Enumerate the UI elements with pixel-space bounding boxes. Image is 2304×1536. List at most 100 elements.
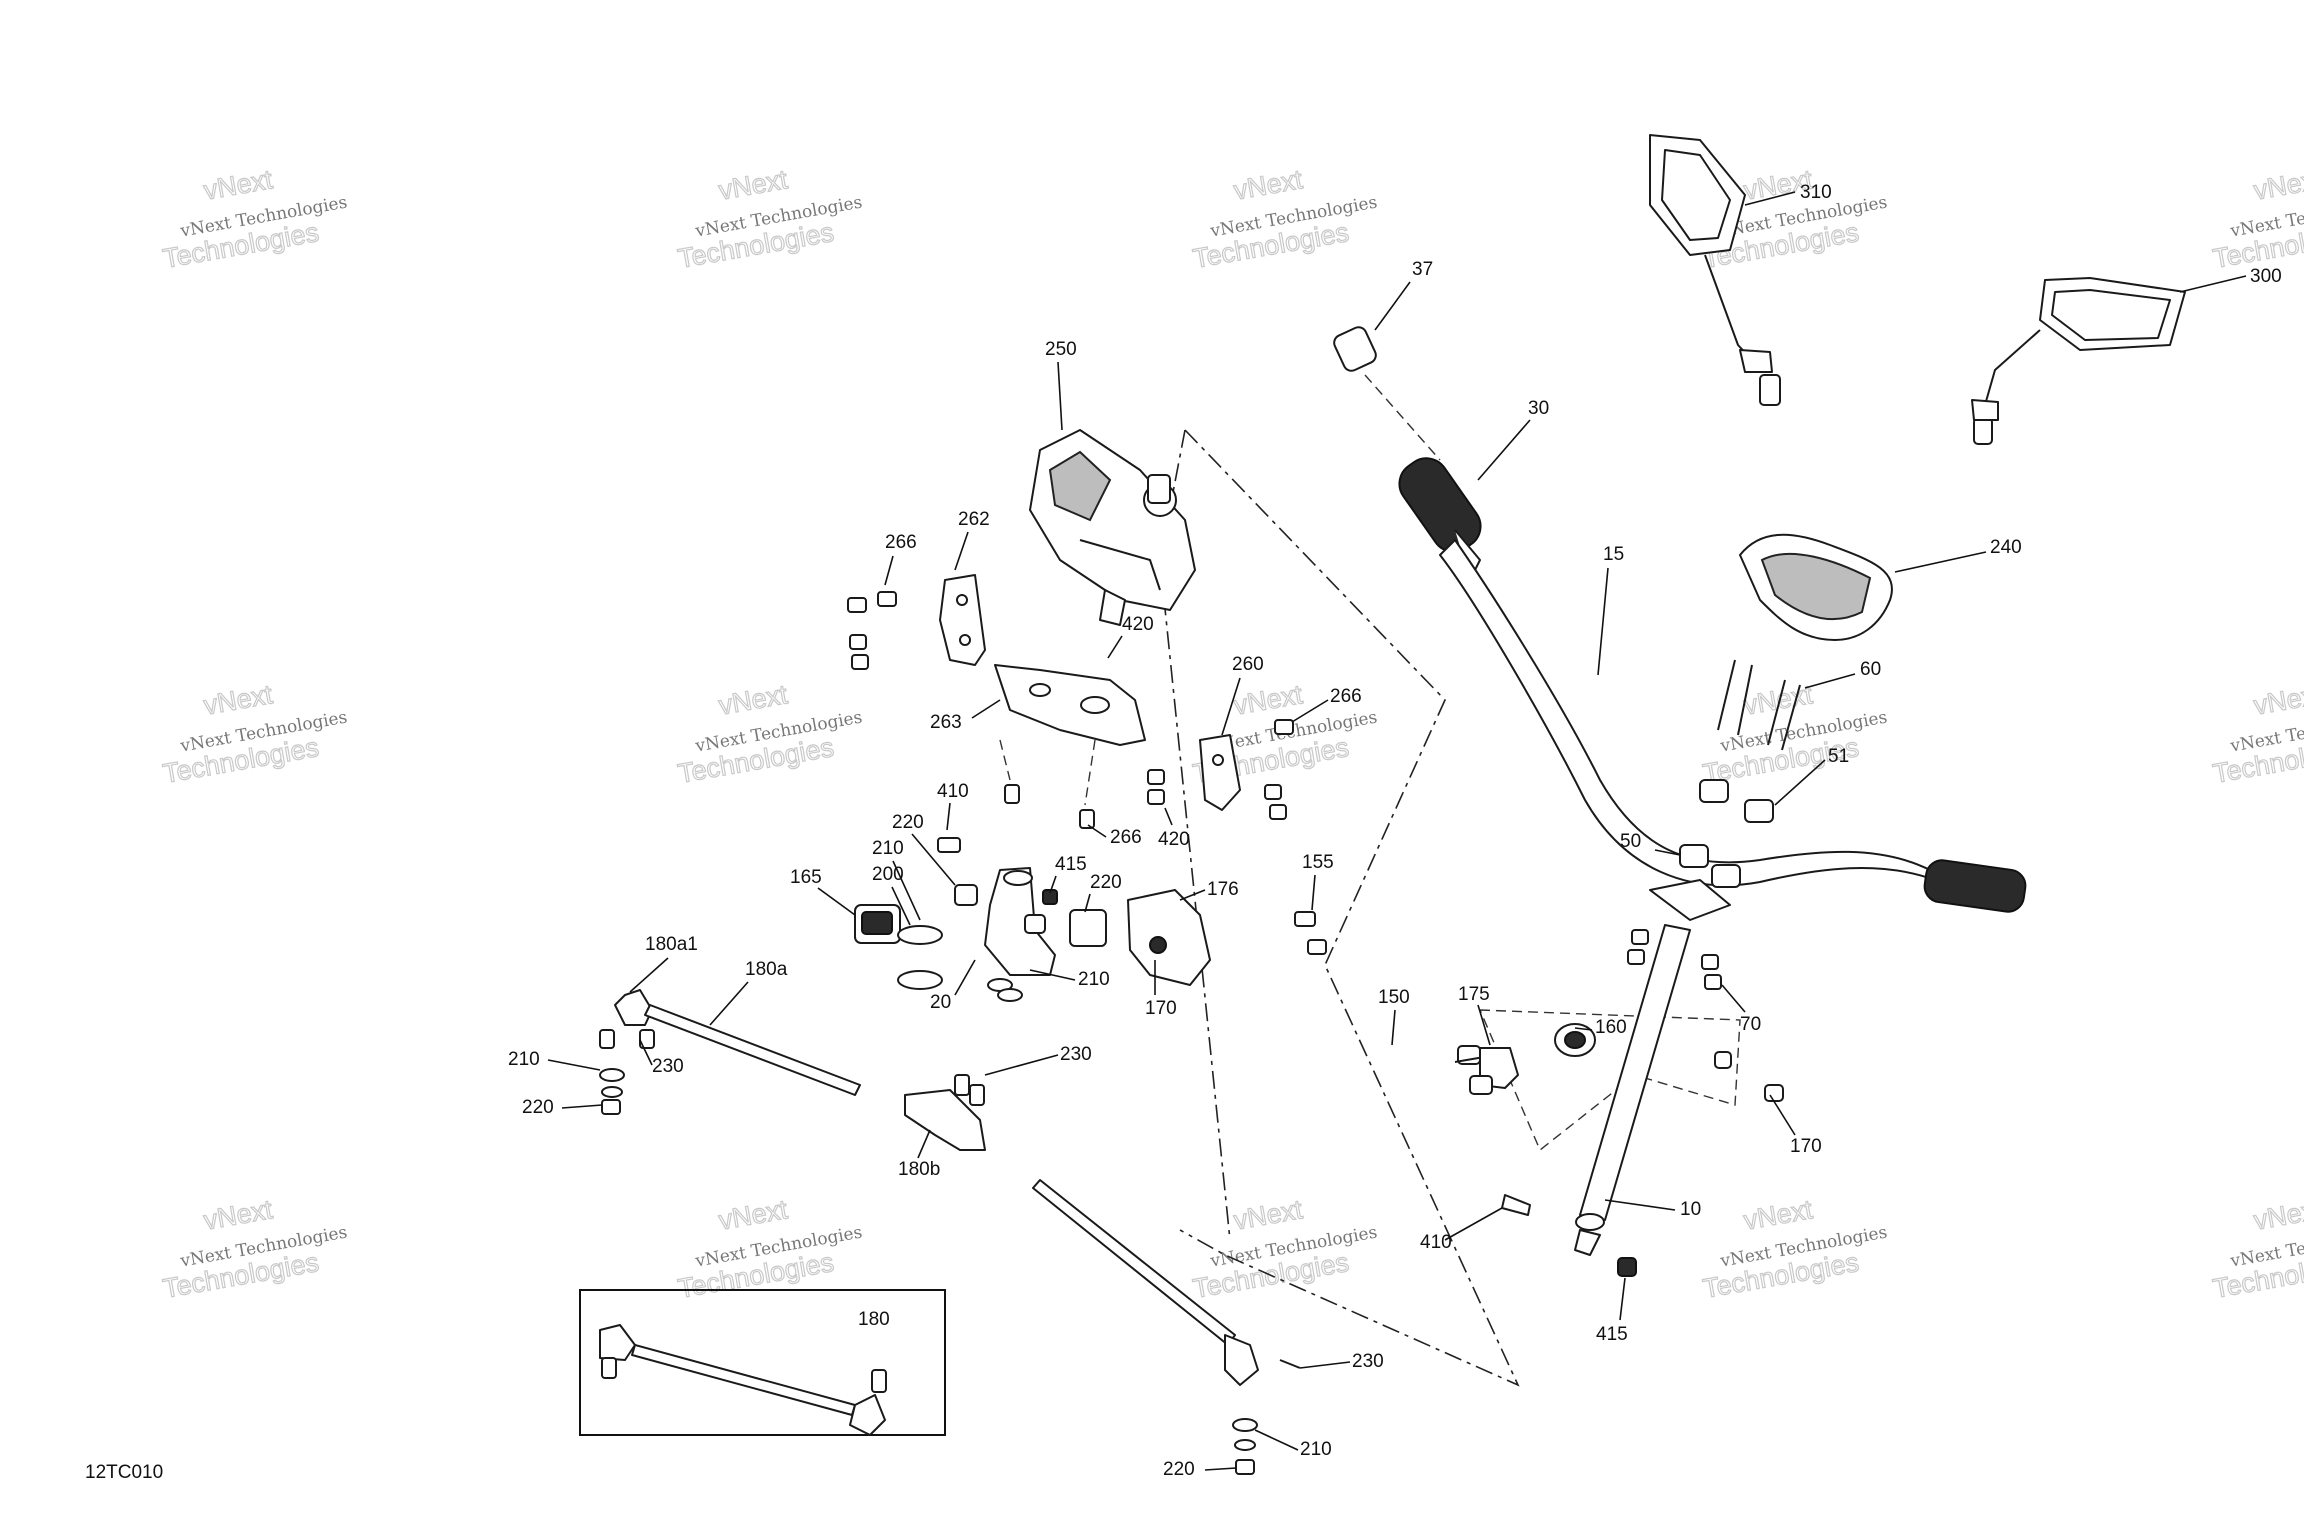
leader-line-c266c: [1087, 824, 1107, 838]
leader-line-c220b: [1084, 893, 1091, 913]
leader-line-c210d: [1254, 1429, 1299, 1451]
callout-c260: 260: [1232, 654, 1264, 675]
leader-line-c30: [1477, 419, 1531, 481]
leader-line-c176: [1179, 889, 1206, 901]
watermark-vnext: vNext: [1741, 679, 1815, 721]
callout-c170b: 170: [1790, 1136, 1822, 1157]
callout-c230c: 230: [1352, 1351, 1384, 1372]
leader-line-c15: [1597, 567, 1609, 676]
callout-c180a: 180a: [745, 959, 788, 980]
leader-line-c10: [1604, 1199, 1676, 1211]
callout-c266c: 266: [1110, 827, 1142, 848]
leader-line-c60: [1804, 673, 1856, 689]
callout-c200: 200: [872, 864, 904, 885]
callout-c250: 250: [1045, 339, 1077, 360]
callout-c410a: 410: [937, 781, 969, 802]
leader-line-c200: [891, 886, 911, 926]
callout-c70: 70: [1740, 1014, 1761, 1035]
callout-c230b: 230: [1060, 1044, 1092, 1065]
bushing-165: [854, 904, 901, 944]
leader-line-c170b: [1769, 1094, 1796, 1136]
leader-line-c160: [1574, 1027, 1593, 1031]
power-steering-unit: [1029, 429, 1196, 626]
leader-line-c310: [1744, 191, 1796, 206]
callout-c180b: 180b: [898, 1159, 940, 1180]
leader-line-c210c: [547, 1059, 601, 1071]
callout-c50: 50: [1620, 831, 1641, 852]
steering-arm-20: [984, 867, 1056, 976]
leader-line-c230a: [639, 1039, 653, 1066]
tie-rod-180b: [904, 1074, 1301, 1475]
callout-c420b: 420: [1158, 829, 1190, 850]
bushing-parts: [897, 837, 1107, 1002]
callout-c415b: 415: [1596, 1324, 1628, 1345]
watermark-vnext: vNext: [201, 679, 275, 721]
leader-line-c37: [1374, 281, 1411, 331]
callout-c20: 20: [930, 992, 951, 1013]
callout-c240: 240: [1990, 537, 2022, 558]
leader-line-c410b: [1444, 1207, 1503, 1241]
callout-c266b: 266: [1330, 686, 1362, 707]
diagram-code: 12TC010: [85, 1462, 163, 1483]
bracket-bolts: [847, 591, 1294, 829]
callout-c266a: 266: [885, 532, 917, 553]
leader-line-c240: [1894, 551, 1987, 573]
leader-line-c410a: [946, 802, 951, 831]
callout-c230a: 230: [652, 1056, 684, 1077]
leader-line-c220a: [911, 833, 956, 886]
callout-c15: 15: [1603, 544, 1624, 565]
leader-line-c70: [1721, 984, 1746, 1013]
leader-line-c262: [954, 531, 969, 571]
watermark-vnext: vNext: [1231, 1194, 1305, 1236]
watermark-vnext: vNext: [201, 1194, 275, 1236]
mount-bracket-262: [939, 574, 986, 666]
bracket-group-outline: [1479, 1009, 1741, 1152]
leader-line-c220c: [561, 1104, 603, 1109]
callout-c175: 175: [1458, 984, 1490, 1005]
leader-line-c263: [971, 699, 1001, 719]
callout-c310: 310: [1800, 182, 1832, 203]
watermark-vnext: vNext: [2251, 164, 2304, 206]
leader-lines: [547, 191, 2247, 1471]
callout-c60: 60: [1860, 659, 1881, 680]
tie-rod-180a: [599, 989, 861, 1115]
callout-c263: 263: [930, 712, 962, 733]
leader-line-c180a: [709, 981, 749, 1026]
leader-line-c150: [1391, 1009, 1396, 1046]
callout-c210a: 210: [872, 838, 904, 859]
leader-line-c420b: [1164, 807, 1173, 826]
callout-c220c: 220: [522, 1097, 554, 1118]
callout-c415a: 415: [1055, 854, 1087, 875]
leader-line-c420a: [1107, 635, 1123, 659]
callout-c150: 150: [1378, 987, 1410, 1008]
watermark-vnext: vNext: [716, 164, 790, 206]
callout-c51: 51: [1828, 746, 1849, 767]
callout-c262: 262: [958, 509, 990, 530]
left-grip: [1398, 457, 1482, 581]
leader-line-c175: [1477, 1004, 1491, 1046]
handlebar-clamp-bolts: [1717, 659, 1801, 751]
watermark-vnext: vNext: [2251, 1194, 2304, 1236]
leader-line-c415a: [1049, 875, 1057, 894]
leader-line-c230c: [1299, 1361, 1351, 1369]
leader-line-c300: [2179, 275, 2247, 293]
leader-line-c220d: [1204, 1467, 1237, 1471]
column-nuts-70: [1627, 929, 1722, 990]
leader-line-c415b: [1619, 1277, 1626, 1321]
callout-c210d: 210: [1300, 1439, 1332, 1460]
callout-c220d: 220: [1163, 1459, 1195, 1480]
leader-line-c210b: [1029, 969, 1076, 981]
leader-line-c51: [1774, 759, 1826, 806]
callout-c37: 37: [1412, 259, 1433, 280]
leader-line-c155: [1311, 874, 1316, 911]
leader-line-c165: [817, 887, 856, 916]
callout-c155: 155: [1302, 852, 1334, 873]
bracket-176: [1127, 889, 1327, 986]
